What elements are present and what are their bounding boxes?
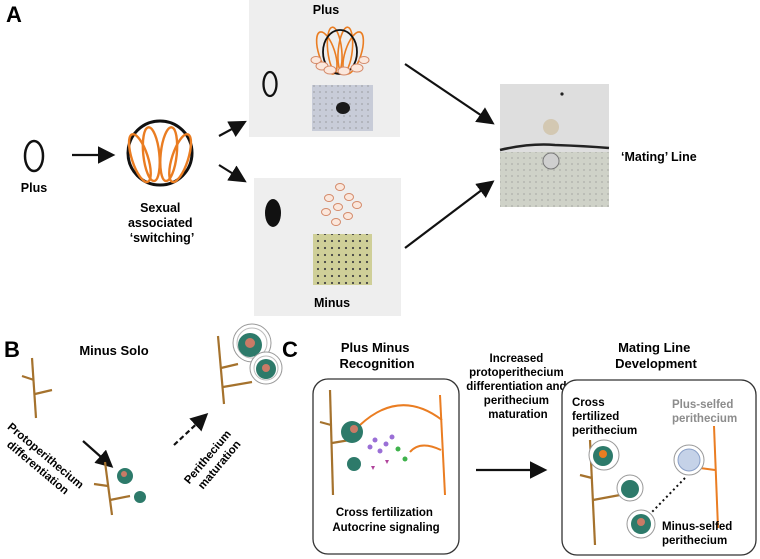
development-box (561, 379, 757, 556)
plus-oval-small-icon (262, 70, 278, 98)
arrow-differentiation (82, 440, 114, 468)
minus-selfed-label: Minus-selfed perithecium (662, 521, 736, 547)
protoperithecium-icon (93, 461, 146, 516)
plus-box-label: Plus (313, 3, 339, 17)
plus-label: Plus (21, 181, 47, 195)
mating-line-label: ‘Mating’ Line (621, 150, 697, 164)
plus-oval-icon (23, 139, 45, 173)
development-illustration (579, 425, 719, 546)
plus-colony-spot (336, 102, 350, 114)
hypha-small-icon (21, 357, 53, 419)
cross-fertilized-label: Cross fertilized perithecium (572, 397, 637, 437)
recognition-title: Plus Minus Recognition (339, 340, 414, 371)
minus-culture-image (313, 234, 372, 285)
plus-fruiting-icon (310, 26, 370, 76)
arrow-maturation (173, 412, 209, 446)
cross-fertilization-label: Cross fertilization Autocrine signaling (332, 507, 439, 534)
development-title: Mating Line Development (615, 340, 697, 371)
switching-circle-icon (126, 119, 194, 187)
differentiation-label: Protoperithecium differentiation (0, 421, 88, 504)
panel-b-letter: B (4, 337, 20, 362)
recognition-illustration (319, 389, 446, 496)
minus-box-label: Minus (314, 296, 350, 310)
arrow-plus-to-mating (404, 63, 495, 125)
minus-solo-title: Minus Solo (79, 343, 148, 358)
mating-line-photo (499, 84, 610, 207)
panel-c-letter: C (282, 337, 298, 362)
arrow-minus-to-mating (404, 180, 495, 249)
mature-perithecia-icon (216, 323, 283, 405)
arrow-to-minus-box (218, 164, 247, 183)
minus-conidia-icon (321, 183, 362, 226)
panel-a-letter: A (6, 2, 22, 27)
plus-selfed-label: Plus-selfed perithecium (672, 399, 737, 425)
maturation-label: Perithecium maturation (182, 426, 246, 496)
minus-oval-icon (265, 199, 281, 227)
switching-label: Sexual associated ‘switching’ (128, 201, 196, 245)
arrow-to-plus-box (218, 120, 247, 138)
increased-differentiation-text: Increased protoperithecium differentiati… (466, 353, 570, 421)
